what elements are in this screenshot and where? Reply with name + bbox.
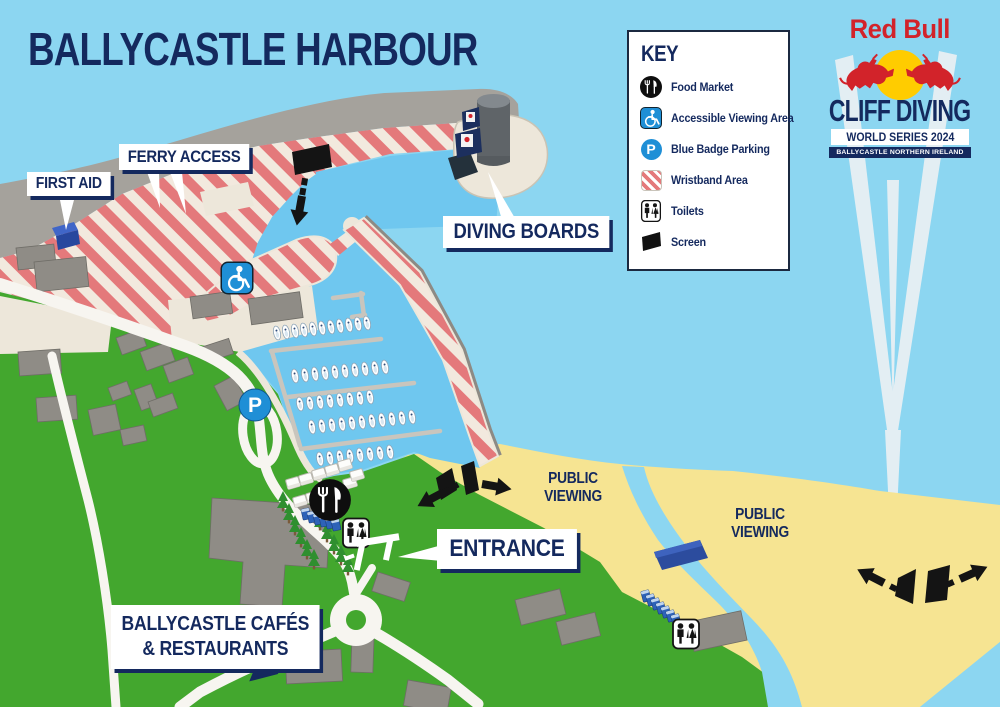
key-item-toilets: Toilets bbox=[640, 200, 777, 222]
wristband-pier-apron bbox=[310, 122, 474, 172]
cliff-diving-wordmark: CLIFF DIVING bbox=[829, 93, 971, 128]
key-item-food-market: Food Market bbox=[640, 76, 777, 98]
sea-corner bbox=[920, 642, 1000, 707]
quay-patch-west bbox=[0, 296, 112, 354]
cafes-restaurants-label: BALLYCASTLE CAFÉS & RESTAURANTS bbox=[111, 605, 320, 669]
screen-icon bbox=[640, 231, 662, 253]
accessible-viewing-icon bbox=[640, 107, 662, 129]
ferry-access-label: FERRY ACCESS bbox=[119, 144, 250, 170]
public-viewing-label-east: PUBLIC VIEWING bbox=[731, 506, 789, 541]
screen bbox=[461, 461, 479, 495]
toilets-icon bbox=[672, 618, 700, 650]
buildings bbox=[15, 243, 748, 707]
quay-berth-step bbox=[200, 182, 254, 216]
label-pointers bbox=[60, 172, 516, 561]
key-item-accessible-viewing: Accessible Viewing Area bbox=[640, 107, 794, 129]
screen bbox=[895, 569, 916, 604]
accessible-viewing-icon bbox=[219, 260, 255, 296]
wristband-area-icon bbox=[640, 169, 662, 191]
key-item-wristband-area: Wristband Area bbox=[640, 169, 777, 191]
diving-boards-label: DIVING BOARDS bbox=[443, 216, 610, 248]
first-aid-box bbox=[52, 222, 80, 250]
blue-badge-parking-icon: P bbox=[238, 388, 272, 422]
event-location-badge: BALLYCASTLE NORTHERN IRELAND bbox=[829, 147, 971, 158]
screen bbox=[925, 565, 950, 603]
river-bridge bbox=[654, 540, 708, 570]
world-series-badge: WORLD SERIES 2024 bbox=[830, 129, 970, 145]
redbull-bulls-sun-icon bbox=[839, 50, 961, 100]
river bbox=[622, 466, 802, 707]
entrance-gate bbox=[344, 533, 400, 571]
public-viewing-label-west: PUBLIC VIEWING bbox=[544, 470, 602, 505]
food-market-icon bbox=[308, 478, 352, 522]
entrance-label: ENTRANCE bbox=[437, 529, 577, 569]
screen bbox=[292, 144, 332, 175]
page-title: BALLYCASTLE HARBOUR bbox=[28, 23, 478, 75]
diving-board-tower bbox=[448, 94, 510, 180]
svg-text:P: P bbox=[248, 394, 262, 417]
parking-icon: P bbox=[640, 138, 662, 160]
marina bbox=[268, 290, 443, 467]
map-key: KEY Food Market Accessible Viewing Area … bbox=[627, 30, 794, 271]
toilets-icon bbox=[640, 200, 662, 222]
first-aid-label: FIRST AID bbox=[27, 172, 111, 196]
roundabout bbox=[330, 594, 382, 646]
pontoons bbox=[268, 290, 443, 452]
screens-and-arrows bbox=[287, 144, 992, 604]
key-item-blue-badge-parking: P Blue Badge Parking bbox=[640, 138, 777, 160]
key-item-screen: Screen bbox=[640, 231, 777, 253]
grass-land bbox=[0, 292, 790, 707]
key-heading: KEY bbox=[641, 41, 679, 66]
redbull-cliff-diving-logo: Red Bull CLIFF DIVING WORLD SERIES 2024 … bbox=[810, 14, 990, 158]
redbull-wordmark: Red Bull bbox=[849, 14, 951, 44]
breakwater bbox=[342, 215, 502, 468]
food-market-icon bbox=[640, 76, 662, 98]
